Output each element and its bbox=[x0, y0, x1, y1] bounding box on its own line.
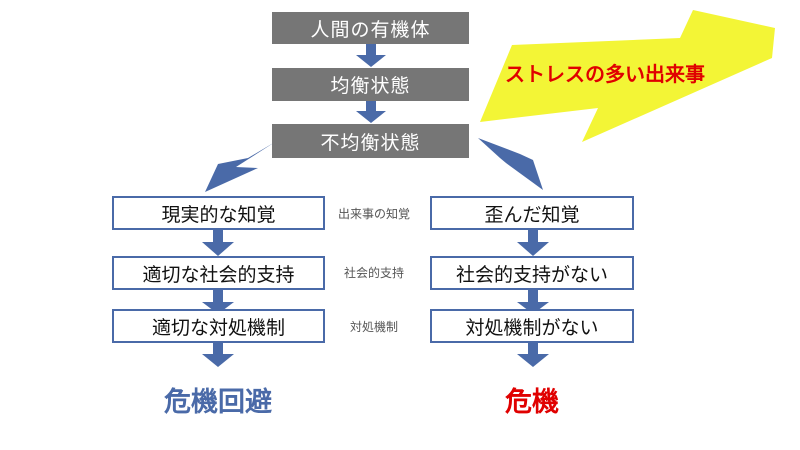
box-no-support: 社会的支持がない bbox=[430, 256, 634, 290]
arrow-head-left1 bbox=[202, 242, 234, 256]
box-realistic-perception: 現実的な知覚 bbox=[112, 196, 325, 230]
arrow-head-right1 bbox=[517, 242, 549, 256]
arrow-head-right3 bbox=[517, 354, 549, 367]
box-human-organism-label: 人間の有機体 bbox=[310, 18, 431, 41]
arrow-head-left2 bbox=[202, 302, 234, 314]
label-event-perception: 出来事の知覚 bbox=[337, 207, 410, 221]
box-no-support-label: 社会的支持がない bbox=[455, 263, 608, 286]
arrow-shaft-left2 bbox=[213, 290, 223, 303]
box-no-coping: 対処機制がない bbox=[430, 309, 634, 343]
arrow-shaft-right1 bbox=[528, 230, 538, 243]
lightning-bolt-icon bbox=[480, 10, 775, 142]
stress-event-label: ストレスの多い出来事 bbox=[505, 62, 705, 86]
outcome-crisis: 危機 bbox=[505, 387, 559, 418]
box-adequate-support: 適切な社会的支持 bbox=[112, 256, 325, 290]
arrow-shaft-right2 bbox=[528, 290, 538, 303]
arrow-head-top2 bbox=[356, 111, 386, 123]
box-adequate-coping-label: 適切な対処機制 bbox=[151, 316, 285, 339]
box-disequilibrium: 不均衡状態 bbox=[272, 124, 469, 158]
arrow-shaft-top1 bbox=[366, 44, 376, 56]
diagonal-arrow-left bbox=[205, 142, 275, 192]
label-coping-mechanism: 対処機制 bbox=[349, 320, 398, 334]
arrow-head-top1 bbox=[356, 55, 386, 67]
arrow-shaft-left3 bbox=[213, 342, 223, 355]
box-no-coping-label: 対処機制がない bbox=[465, 316, 599, 339]
box-equilibrium: 均衡状態 bbox=[272, 68, 469, 101]
arrow-head-left3 bbox=[202, 354, 234, 367]
arrow-head-right2 bbox=[517, 302, 549, 314]
box-adequate-coping: 適切な対処機制 bbox=[112, 309, 325, 343]
box-disequilibrium-label: 不均衡状態 bbox=[320, 131, 421, 154]
box-equilibrium-label: 均衡状態 bbox=[330, 75, 411, 97]
box-realistic-perception-label: 現実的な知覚 bbox=[161, 203, 276, 226]
outcome-crisis-avoided: 危機回避 bbox=[164, 387, 272, 418]
box-distorted-perception: 歪んだ知覚 bbox=[430, 196, 634, 230]
label-social-support: 社会的支持 bbox=[343, 266, 404, 280]
box-human-organism: 人間の有機体 bbox=[272, 12, 469, 44]
arrow-shaft-right3 bbox=[528, 342, 538, 355]
diagonal-arrow-right bbox=[478, 138, 543, 190]
arrow-shaft-left1 bbox=[213, 230, 223, 243]
box-distorted-perception-label: 歪んだ知覚 bbox=[484, 203, 580, 226]
box-adequate-support-label: 適切な社会的支持 bbox=[142, 263, 295, 286]
arrow-shaft-top2 bbox=[366, 101, 376, 112]
